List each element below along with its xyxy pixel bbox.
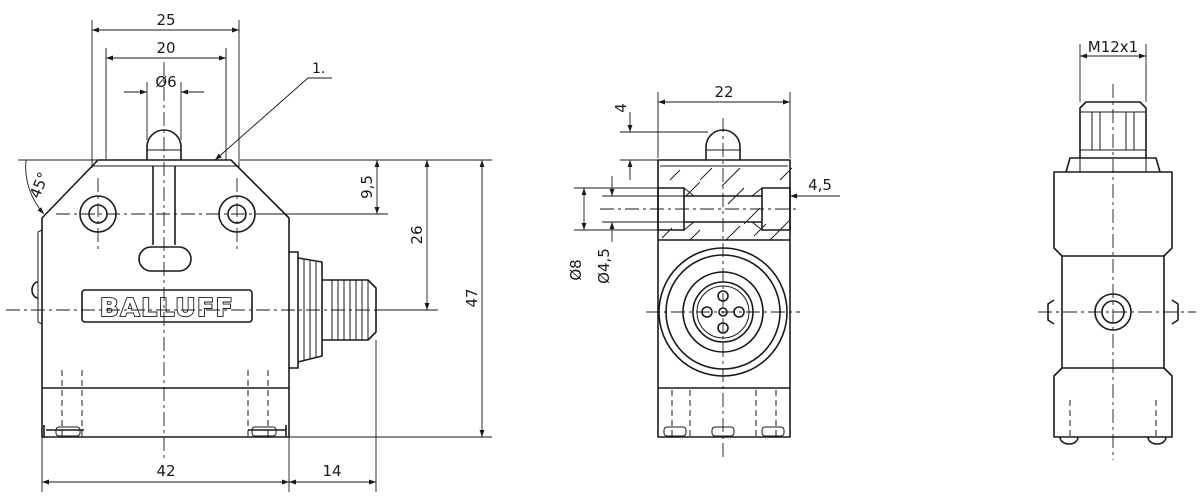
dim-angle: 45° [26,169,53,200]
dim-14: 14 [322,462,341,480]
side-body-outline [657,159,791,438]
front-dimensions: 25 20 Ø6 1. 45° 9,5 26 47 [18,11,492,492]
front-view: BALLUFF [6,62,420,460]
side-view [600,118,800,460]
front-side-pin [31,281,39,299]
dim-dia-8: Ø8 [567,259,585,280]
dim-26: 26 [408,225,426,244]
plunger-slot [152,166,176,245]
right-foot-right [1147,436,1167,445]
side-foot-left [663,426,687,437]
side-dimensions: 22 4 4,5 Ø8 Ø4,5 [567,83,840,284]
front-base-feet [43,425,287,437]
right-connector-nut [1065,157,1161,173]
section-hatching [661,167,793,241]
right-dimensions: M12x1 [1079,38,1147,102]
dim-9-5: 9,5 [358,175,376,199]
callout-leader [214,77,332,161]
slot-window [138,246,192,272]
dim-25: 25 [156,11,175,29]
dim-plunger-diameter: Ø6 [155,73,176,91]
dim-42: 42 [156,462,175,480]
right-foot-left [1059,436,1079,445]
side-foot-right [761,426,785,437]
dim-4-5: 4,5 [808,176,832,194]
callout-label: 1. [312,61,325,77]
dim-dia-4-5: Ø4,5 [595,248,613,284]
dim-thread: M12x1 [1088,38,1138,56]
dim-22: 22 [714,83,733,101]
angle-arc [25,159,45,215]
dim-47: 47 [463,288,481,307]
logo-frame [81,289,253,323]
front-foot-left [55,426,81,437]
logo: BALLUFF [100,293,234,322]
front-hidden-lines [61,370,269,436]
front-side-bump [37,229,43,325]
dim-20: 20 [156,39,175,57]
right-view [1038,84,1196,460]
front-foot-right [251,426,277,437]
dim-4: 4 [612,103,630,113]
